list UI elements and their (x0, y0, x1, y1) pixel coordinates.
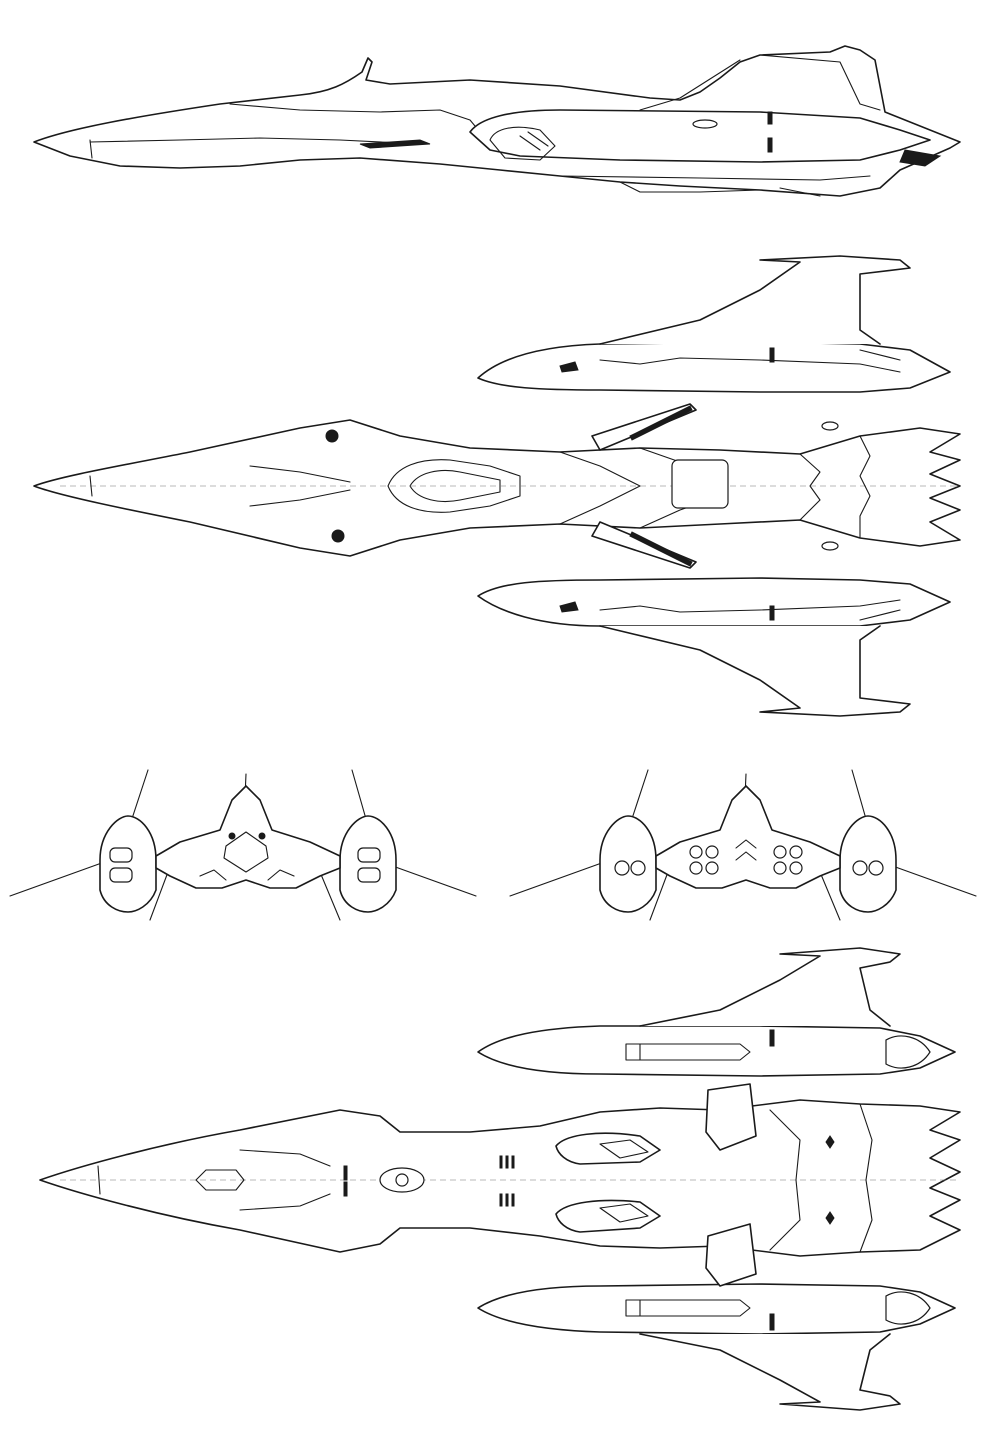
top-lower-nacelle-detail (599, 599, 901, 621)
front-pod-right-engine-top (357, 847, 381, 863)
bottom-view-drawing (39, 947, 961, 1411)
top-upper-nacelle (477, 341, 951, 393)
bottom-lower-gear-door (705, 1223, 757, 1287)
side-engine-pod (469, 109, 931, 163)
side-wing (559, 175, 871, 181)
bottom-lower-nacelle-vent (769, 1313, 775, 1331)
front-view-drawing (9, 769, 477, 921)
top-upper-sensor (821, 421, 839, 431)
bottom-upper-missile (625, 1043, 751, 1061)
bottom-lower-bay (555, 1199, 661, 1233)
top-view (0, 240, 1000, 730)
side-vent-2 (767, 137, 773, 153)
top-lower-intake-edge (629, 531, 693, 567)
top-upper-intake-edge (629, 405, 693, 441)
bottom-lower-wing (639, 1333, 901, 1411)
top-upper-eye (559, 361, 579, 373)
top-lower-marker (331, 529, 345, 543)
front-pod-right-engine-bottom (357, 867, 381, 883)
side-nozzle (899, 149, 942, 167)
rear-view (500, 760, 990, 940)
bottom-lower-nacelle (477, 1283, 956, 1335)
rear-pod-right (839, 815, 897, 913)
front-under-intakes (199, 869, 295, 881)
bottom-upper-bay-inner (599, 1139, 649, 1159)
side-spine (89, 137, 421, 145)
front-pod-left-engine-top (109, 847, 133, 863)
top-lower-nacelle (477, 577, 951, 627)
bottom-nose-panel (195, 1169, 245, 1191)
bottom-lower-bay-inner (599, 1203, 649, 1223)
bottom-upper-nacelle-vent (769, 1029, 775, 1047)
rear-pod-right-nozzle-b (868, 860, 884, 876)
top-view-drawing (33, 255, 961, 717)
bottom-upper-wing (639, 947, 901, 1027)
rear-pod-left-nozzle-a (614, 860, 630, 876)
side-wing-tip (639, 59, 741, 111)
top-main-body (33, 419, 961, 557)
front-view (0, 760, 490, 940)
top-vent-frame (671, 459, 729, 509)
bottom-main-body (39, 1099, 961, 1257)
top-upper-nacelle-detail (599, 349, 901, 373)
side-lower-fairing (619, 181, 821, 197)
bottom-upper-gear-door (705, 1083, 757, 1151)
rear-leg-left (649, 871, 669, 921)
side-intake-ring (519, 131, 549, 151)
bottom-sensor-slits (343, 1155, 515, 1207)
rear-nozzle-cluster (689, 845, 803, 875)
bottom-sensor-inner (395, 1173, 409, 1187)
bottom-lower-missile (625, 1299, 751, 1317)
bottom-upper-diamond (825, 1135, 835, 1149)
top-lower-wing (599, 625, 911, 717)
front-leg-right (319, 871, 341, 921)
top-lower-sensor (821, 541, 839, 551)
front-marker-right (258, 832, 266, 840)
front-leg-left (149, 871, 169, 921)
side-tail (759, 54, 881, 111)
front-canopy (223, 831, 269, 873)
side-intake (489, 126, 556, 161)
bottom-view (0, 940, 1000, 1420)
bottom-panel-lines (97, 1149, 331, 1211)
bottom-upper-bay (555, 1132, 661, 1165)
front-body (155, 785, 341, 889)
front-pod-left (99, 815, 157, 913)
bottom-lower-exhaust (885, 1291, 931, 1325)
rear-antenna-left (509, 859, 611, 897)
side-vent-1 (767, 111, 773, 125)
bottom-upper-exhaust (885, 1035, 931, 1069)
side-canopy (229, 103, 481, 133)
side-nose-cone (89, 139, 93, 159)
side-sensor (692, 119, 718, 129)
bottom-tail-lines (769, 1103, 873, 1253)
bottom-lower-diamond (825, 1211, 835, 1225)
rear-pod-left-nozzle-b (630, 860, 646, 876)
rear-view-drawing (509, 769, 977, 921)
front-antenna-left (9, 859, 111, 897)
rear-body (655, 785, 841, 889)
side-view-drawing (33, 45, 961, 197)
top-lower-nacelle-vent (769, 605, 775, 621)
rear-center-chevrons (735, 839, 757, 861)
top-nose-tip (89, 475, 93, 497)
side-strake (359, 139, 431, 149)
side-view (0, 0, 1000, 230)
top-upper-nacelle-vent (769, 347, 775, 363)
top-lower-eye (559, 601, 579, 613)
front-pod-left-engine-bottom (109, 867, 133, 883)
top-upper-wing (599, 255, 911, 345)
front-pod-right (339, 815, 397, 913)
bottom-upper-nacelle (477, 1025, 956, 1077)
rear-leg-right (819, 871, 841, 921)
rear-pod-right-nozzle-a (852, 860, 868, 876)
top-upper-marker (325, 429, 339, 443)
front-marker-left (228, 832, 236, 840)
